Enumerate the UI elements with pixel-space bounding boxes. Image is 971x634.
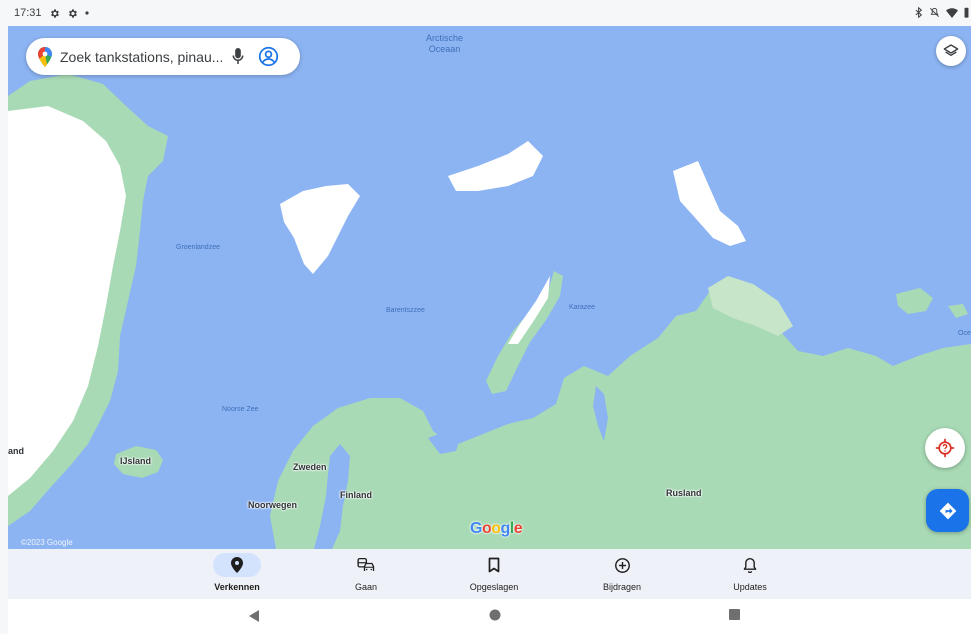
nav-label-go: Gaan	[354, 582, 378, 592]
baltic-sea	[314, 444, 350, 549]
system-navigation-bar	[8, 599, 971, 634]
bookmark-icon	[488, 557, 500, 573]
directions-button[interactable]	[926, 489, 969, 532]
eurasia-mainland	[270, 281, 971, 549]
nav-label-saved: Opgeslagen	[469, 582, 519, 592]
settings-icon	[68, 8, 77, 18]
location-unknown-icon	[935, 438, 955, 458]
directions-icon	[939, 502, 956, 519]
recents-icon[interactable]	[729, 609, 740, 620]
add-circle-icon	[614, 557, 630, 573]
bottom-navigation: Verkennen Gaan Opgeslagen	[8, 549, 971, 599]
ob-gulf	[593, 386, 608, 441]
nav-label-updates: Updates	[733, 582, 767, 592]
account-icon[interactable]	[258, 46, 279, 67]
nav-item-go[interactable]: Gaan	[321, 549, 411, 599]
layers-button[interactable]	[936, 36, 966, 66]
nav-active-indicator	[213, 553, 261, 577]
label-russia: Rusland	[666, 488, 702, 498]
label-barents-sea: Barentszzee	[386, 307, 425, 314]
commute-icon	[357, 557, 375, 571]
nav-item-contribute[interactable]: Bijdragen	[577, 549, 667, 599]
my-location-button[interactable]	[925, 428, 965, 468]
label-kara-sea: Karazee	[569, 304, 596, 311]
severnaya-zemlya	[673, 161, 746, 246]
home-icon[interactable]	[489, 609, 501, 621]
layers-icon	[943, 44, 959, 56]
status-time: 17:31	[14, 7, 42, 19]
greenland-icecap	[8, 106, 126, 496]
microphone-icon[interactable]	[232, 48, 244, 65]
map-terrain	[8, 74, 971, 549]
franz-josef-land	[448, 141, 543, 191]
label-norwegian-sea: Noorse Zee	[222, 406, 259, 413]
novaya-zemlya-ice	[508, 276, 550, 344]
label-edge-left: and	[8, 446, 25, 456]
bluetooth-icon	[915, 7, 923, 18]
label-edge-right: Oce	[958, 330, 971, 337]
new-siberian-islands	[896, 288, 933, 314]
location-pin-icon	[231, 557, 243, 573]
bell-icon	[743, 557, 757, 573]
search-bar[interactable]: Zoek tankstations, pinau...	[26, 38, 300, 75]
label-greenland-sea: Groenlandzee	[176, 244, 220, 251]
nav-label-explore: Verkennen	[214, 582, 260, 592]
back-icon[interactable]	[248, 609, 260, 623]
search-input[interactable]: Zoek tankstations, pinau...	[60, 48, 222, 65]
label-finland: Finland	[340, 490, 372, 500]
bennett-island	[948, 304, 968, 318]
taymyr-peninsula	[708, 276, 793, 336]
google-maps-pin-icon	[38, 46, 52, 67]
label-norway: Noorwegen	[248, 500, 298, 510]
nav-label-contribute: Bijdragen	[602, 582, 642, 592]
label-arctic-ocean: Arctische Oceaan	[426, 33, 464, 54]
settings-icon	[50, 8, 59, 18]
iceland	[114, 446, 163, 478]
label-iceland: IJsland	[120, 456, 152, 466]
white-sea	[428, 431, 460, 454]
notification-dot-icon	[84, 11, 89, 15]
wifi-icon	[946, 7, 958, 18]
label-sweden: Zweden	[293, 462, 327, 472]
svalbard	[280, 184, 360, 274]
battery-icon	[964, 7, 969, 18]
copyright-text: ©2023 Google	[21, 538, 73, 547]
nav-item-saved[interactable]: Opgeslagen	[449, 549, 539, 599]
mute-icon	[930, 7, 939, 17]
map-canvas[interactable]: Arctische Oceaan Groenlandzee Barentszze…	[8, 26, 971, 549]
google-logo: Google	[470, 520, 523, 537]
status-bar: 17:31	[0, 0, 971, 26]
nav-item-explore[interactable]: Verkennen	[192, 549, 282, 599]
nav-item-updates[interactable]: Updates	[705, 549, 795, 599]
